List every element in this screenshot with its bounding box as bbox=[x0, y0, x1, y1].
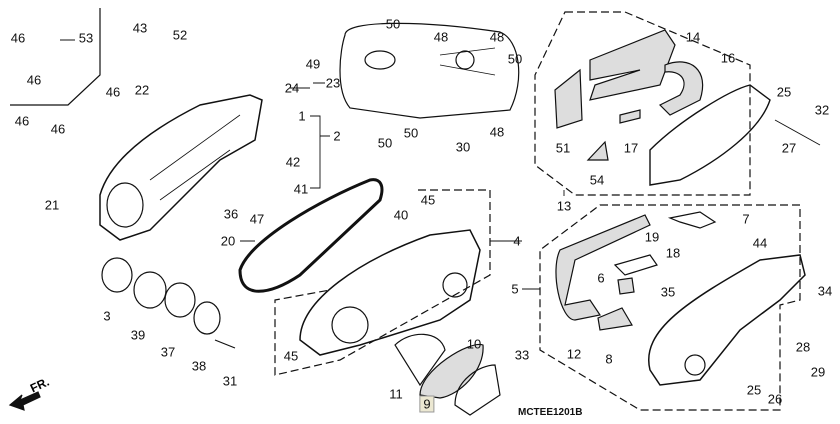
callout: 46 bbox=[14, 113, 30, 129]
circlip-38 bbox=[193, 301, 221, 335]
callout: 46 bbox=[50, 121, 66, 137]
callout: 18 bbox=[665, 245, 681, 261]
callout: 13 bbox=[556, 198, 572, 214]
plate-8 bbox=[597, 307, 633, 331]
callout: 1 bbox=[298, 108, 306, 124]
plate-6 bbox=[617, 277, 635, 295]
bracket-19 bbox=[613, 254, 658, 276]
callout: 6 bbox=[597, 270, 605, 286]
callout: 25 bbox=[776, 84, 792, 100]
inner-crankcase-cover bbox=[299, 229, 481, 356]
callout: 36 bbox=[223, 206, 239, 222]
callout: 23 bbox=[325, 75, 341, 91]
callout: 53 bbox=[78, 30, 94, 46]
callout: 22 bbox=[134, 82, 150, 98]
cover-10 bbox=[454, 364, 501, 416]
callout: 35 bbox=[660, 284, 676, 300]
callout: 11 bbox=[389, 386, 403, 402]
callout: 25 bbox=[746, 382, 762, 398]
insulator-16 bbox=[658, 61, 704, 116]
callout: 37 bbox=[160, 344, 176, 360]
pad-54 bbox=[586, 140, 609, 161]
callout: 8 bbox=[605, 351, 613, 367]
pad-17 bbox=[619, 109, 641, 124]
callout: 4 bbox=[513, 233, 521, 249]
callout: 46 bbox=[10, 30, 26, 46]
set-bracket-4 bbox=[274, 189, 491, 376]
left-crankcase-cover bbox=[99, 94, 263, 241]
insulator-14 bbox=[589, 29, 676, 101]
callout: 45 bbox=[420, 192, 436, 208]
outer-cover bbox=[339, 22, 520, 119]
callout: 7 bbox=[742, 211, 750, 227]
callout: 50 bbox=[385, 16, 401, 32]
callout: 38 bbox=[191, 358, 207, 374]
callout: 14 bbox=[685, 29, 701, 45]
callout: 26 bbox=[767, 391, 783, 407]
heat-guard bbox=[649, 84, 771, 186]
diagram-code: MCTEE1201B bbox=[518, 407, 583, 418]
callout: 19 bbox=[644, 229, 660, 245]
callout: 50 bbox=[377, 135, 393, 151]
callout: 40 bbox=[393, 207, 409, 223]
highlighted-callout: 9 bbox=[419, 395, 435, 413]
callout: 48 bbox=[433, 29, 449, 45]
callout: 46 bbox=[105, 84, 121, 100]
callout: 42 bbox=[285, 154, 301, 170]
callout: 3 bbox=[103, 308, 111, 324]
callout: 52 bbox=[172, 27, 188, 43]
callout: 50 bbox=[507, 51, 523, 67]
callout: 30 bbox=[455, 139, 471, 155]
circlip-37 bbox=[164, 282, 196, 318]
callout: 16 bbox=[720, 50, 736, 66]
callout: 21 bbox=[44, 197, 60, 213]
inset-frame bbox=[10, 8, 101, 106]
callout: 5 bbox=[511, 281, 519, 297]
callout: 33 bbox=[514, 347, 530, 363]
callout: 48 bbox=[489, 29, 505, 45]
callout: 28 bbox=[795, 339, 811, 355]
bracket-7 bbox=[667, 211, 717, 229]
callout: 54 bbox=[589, 172, 605, 188]
lower-cover bbox=[648, 254, 806, 386]
callout: 31 bbox=[222, 373, 238, 389]
callout: 2 bbox=[333, 128, 341, 144]
drive-belt bbox=[238, 178, 384, 293]
callout: 49 bbox=[305, 56, 321, 72]
callout: 20 bbox=[220, 233, 236, 249]
callout: 48 bbox=[489, 124, 505, 140]
callout: 46 bbox=[26, 72, 42, 88]
callout: 12 bbox=[566, 346, 582, 362]
set-bracket-13 bbox=[534, 11, 751, 196]
callout: 39 bbox=[130, 327, 146, 343]
callout: 34 bbox=[817, 283, 833, 299]
part-3 bbox=[101, 257, 133, 293]
callout: 50 bbox=[403, 125, 419, 141]
front-arrow-icon bbox=[8, 391, 41, 411]
callout: 10 bbox=[466, 336, 482, 352]
callout: 17 bbox=[623, 140, 639, 156]
callout: 47 bbox=[249, 211, 265, 227]
insulator-51 bbox=[554, 68, 583, 129]
bolt-31 bbox=[214, 339, 236, 349]
callout: 43 bbox=[132, 20, 148, 36]
callout: 51 bbox=[555, 140, 571, 156]
callout: 32 bbox=[814, 102, 830, 118]
insulator-12 bbox=[555, 214, 651, 321]
plate-9 bbox=[419, 343, 484, 399]
callout: 29 bbox=[810, 364, 826, 380]
callout: 44 bbox=[752, 235, 768, 251]
callout: 41 bbox=[293, 181, 309, 197]
bearing-39 bbox=[133, 271, 167, 309]
callout: 24 bbox=[284, 80, 300, 96]
callout: 27 bbox=[781, 140, 797, 156]
set-bracket-5 bbox=[539, 204, 801, 411]
gasket-11 bbox=[394, 333, 446, 387]
callout: 45 bbox=[283, 348, 299, 364]
